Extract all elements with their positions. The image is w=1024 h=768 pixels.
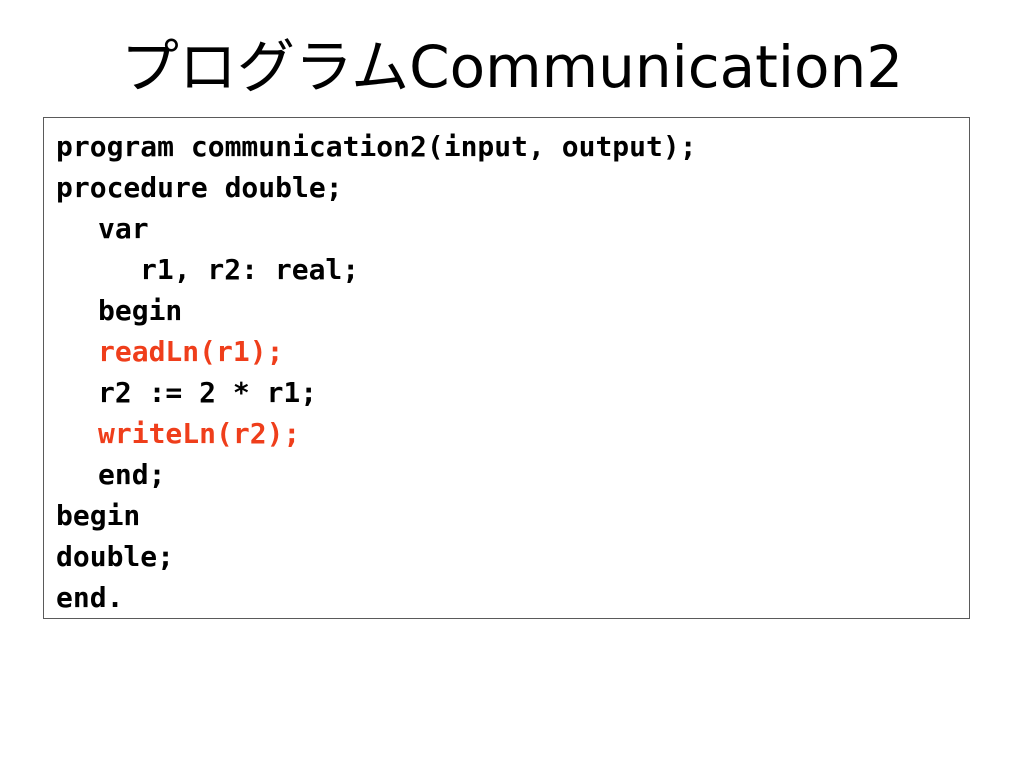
code-line-declaration: r1, r2: real;: [140, 253, 360, 286]
code-line-begin-main: begin: [56, 499, 141, 532]
code-block: program communication2(input, output); p…: [56, 126, 697, 618]
code-line-writeln: writeLn(r2);: [98, 417, 301, 450]
code-line-call: double;: [56, 540, 175, 573]
code-line-procedure: procedure double;: [56, 171, 343, 204]
code-line-begin-inner: begin: [98, 294, 183, 327]
code-line-end-main: end.: [56, 581, 124, 614]
code-box: program communication2(input, output); p…: [43, 117, 970, 619]
slide-title: プログラムCommunication2: [120, 33, 904, 101]
code-line-var: var: [98, 212, 149, 245]
code-line-program: program communication2(input, output);: [56, 130, 697, 163]
code-line-readln: readLn(r1);: [98, 335, 284, 368]
code-line-end-inner: end;: [98, 458, 166, 491]
code-line-assignment: r2 := 2 * r1;: [98, 376, 318, 409]
